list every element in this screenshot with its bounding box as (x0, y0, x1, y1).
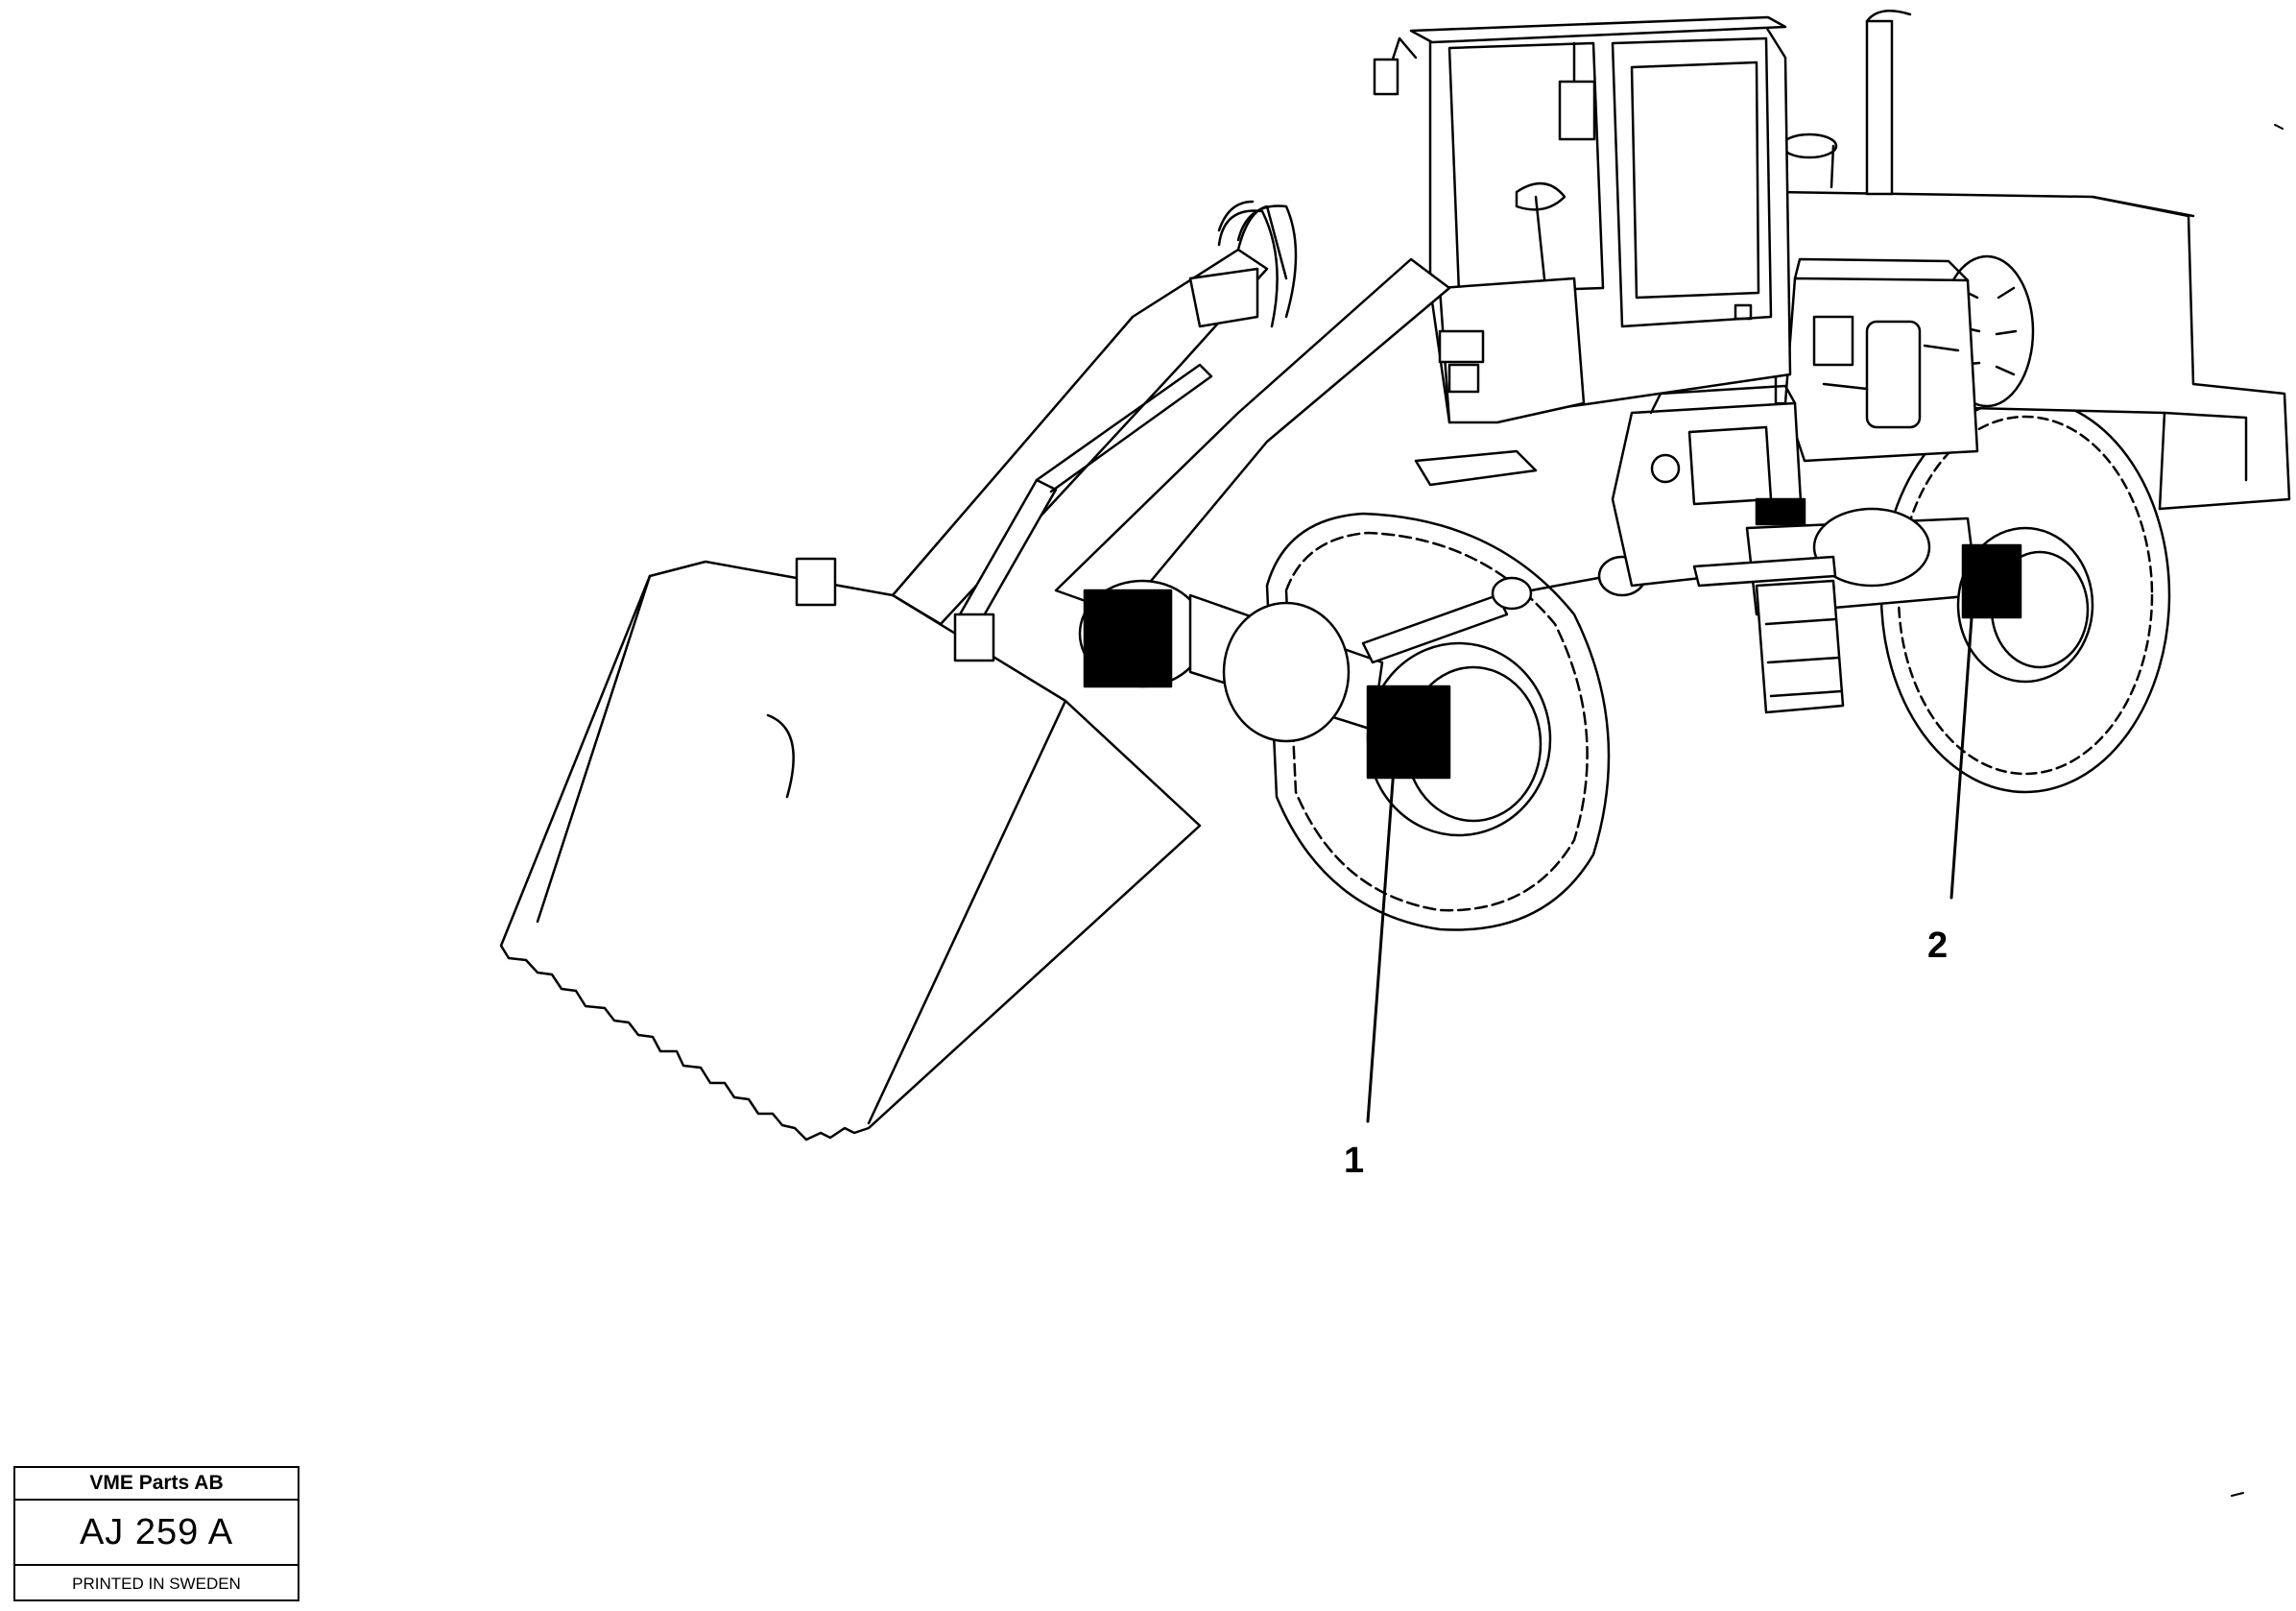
access-ladder (1755, 579, 1845, 714)
rear-axle (1692, 497, 2094, 684)
printed-note: PRINTED IN SWEDEN (72, 1574, 241, 1593)
leader-line-1 (1366, 766, 1396, 1123)
cab-frame (1414, 277, 1586, 487)
air-intake (1781, 132, 1838, 189)
bucket (499, 557, 1202, 1142)
tilt-linkage (1188, 204, 1298, 328)
title-block: VME Parts AB AJ 259 A PRINTED IN SWEDEN (13, 1466, 299, 1601)
mirrors (1373, 36, 1596, 141)
leader-line-2 (1949, 603, 1974, 900)
company-name: VME Parts AB (15, 1468, 298, 1501)
callout-leaders (1366, 603, 1974, 1123)
exhaust-pipe (1865, 10, 1912, 196)
drawing-code: AJ 259 A (15, 1501, 298, 1566)
engine-block (1783, 257, 1979, 463)
stray-marks (2231, 124, 2284, 1497)
callout-label-2: 2 (1927, 926, 1949, 966)
front-axle (1078, 579, 1552, 837)
callout-label-1: 1 (1344, 1141, 1365, 1181)
